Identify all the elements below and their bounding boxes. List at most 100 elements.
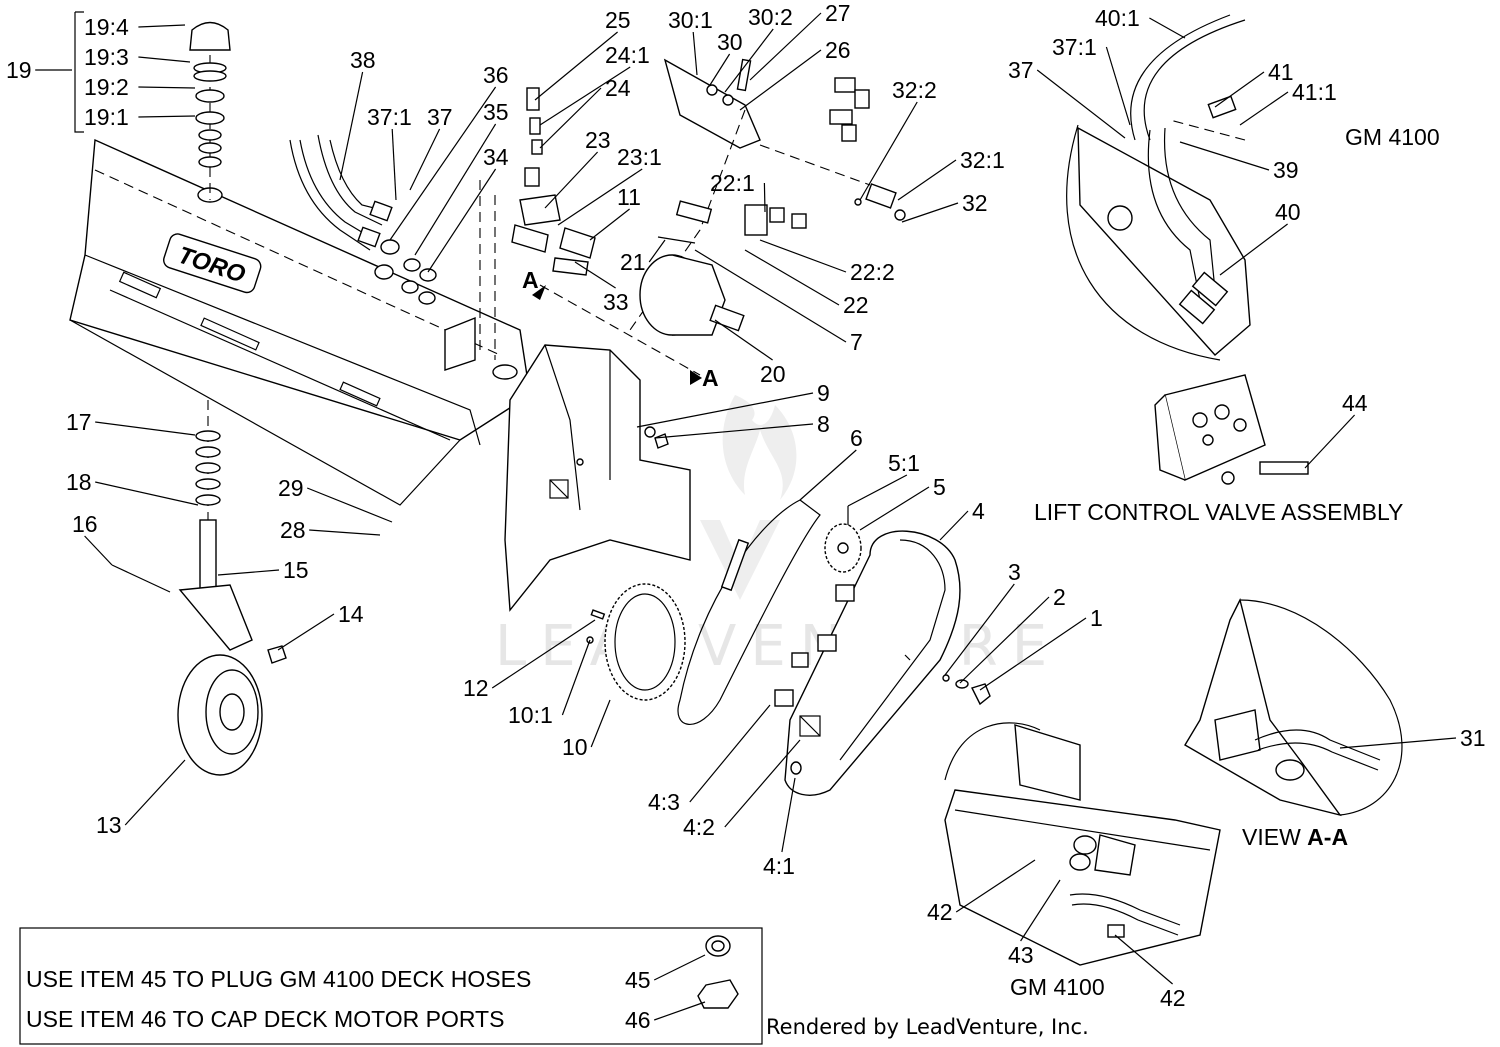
callout-19-4: 19:4 — [84, 14, 129, 40]
callout-28: 28 — [280, 517, 306, 543]
callout-40-1: 40:1 — [1095, 5, 1140, 31]
callout-30-1: 30:1 — [668, 7, 713, 33]
leader-19-1 — [138, 115, 196, 118]
gm4100-bottom-inset — [944, 722, 1221, 966]
callout-10-1: 10:1 — [508, 702, 553, 728]
callout-33: 33 — [603, 289, 629, 315]
leader-19-4 — [138, 24, 186, 28]
leader-26 — [739, 49, 822, 111]
leader-37 — [409, 128, 441, 191]
leader-30-2 — [724, 28, 774, 93]
callout-23: 23 — [585, 127, 611, 153]
leader-31 — [1339, 737, 1457, 749]
section-marker-a: A — [702, 365, 719, 391]
callout-4-1: 4:1 — [763, 853, 795, 879]
caption-gm4100-top: GM 4100 — [1345, 124, 1440, 150]
callout-21: 21 — [620, 249, 646, 275]
leader-24 — [539, 87, 602, 149]
callout-37-1: 37:1 — [367, 104, 412, 130]
leader-41-1 — [1239, 91, 1289, 126]
leader-27 — [749, 12, 822, 81]
small-sprocket — [824, 506, 862, 573]
callout-19: 19 — [6, 57, 32, 83]
bracket-housing — [504, 344, 691, 612]
leader-22 — [744, 249, 840, 306]
callout-35: 35 — [483, 99, 509, 125]
chain-guard — [774, 530, 961, 796]
leader-17 — [95, 421, 196, 436]
leader-45 — [653, 954, 706, 981]
leader-23-1 — [557, 168, 643, 226]
right-fittings — [675, 183, 906, 236]
callout-3: 3 — [1008, 559, 1021, 585]
callout-32: 32 — [962, 190, 988, 216]
callout-20: 20 — [760, 361, 786, 387]
caption-gm4100-bottom: GM 4100 — [1010, 974, 1105, 1000]
callout-1: 1 — [1090, 605, 1103, 631]
hydraulic-hoses — [289, 134, 437, 305]
callout-19-3: 19:3 — [84, 44, 129, 70]
leader-14 — [277, 613, 335, 651]
leader-34 — [427, 168, 497, 273]
leader-lines — [35, 12, 1457, 1021]
leader-23 — [544, 151, 599, 209]
callout-4: 4 — [972, 498, 985, 524]
leader-36 — [389, 86, 497, 241]
gm4100-hose-inset — [1066, 14, 1251, 361]
callout-37: 37 — [1008, 57, 1034, 83]
callout-36: 36 — [483, 62, 509, 88]
note-fittings — [697, 935, 739, 1009]
leader-32-2 — [859, 101, 918, 201]
callout-5: 5 — [933, 474, 946, 500]
leader-3 — [944, 583, 1015, 676]
leader-44 — [1304, 414, 1356, 469]
leader-4 — [939, 510, 969, 541]
section-marker-a: A — [522, 267, 539, 293]
callout-30: 30 — [717, 29, 743, 55]
callout-14: 14 — [338, 601, 364, 627]
note-item-46: USE ITEM 46 TO CAP DECK MOTOR PORTS — [26, 1006, 504, 1032]
leader-10 — [590, 699, 611, 748]
section-line — [532, 284, 702, 385]
callout-31: 31 — [1460, 725, 1486, 751]
guard-hardware — [942, 674, 991, 706]
callout-32-1: 32:1 — [960, 147, 1005, 173]
callout-29: 29 — [278, 475, 304, 501]
callout-27: 27 — [825, 0, 851, 26]
callout-42: 42 — [927, 899, 953, 925]
leader-8 — [654, 423, 814, 439]
caption-view-prefix: VIEW — [1242, 824, 1307, 850]
leader-12 — [491, 619, 596, 689]
leader-24-1 — [539, 66, 631, 126]
leader-40 — [1219, 223, 1288, 276]
leader-32-1 — [897, 159, 957, 201]
caption-view-aa: VIEW A-A — [1242, 824, 1348, 850]
callout-7: 7 — [850, 329, 863, 355]
callout-19-2: 19:2 — [84, 74, 129, 100]
notes-box — [19, 927, 763, 1045]
callout-26: 26 — [825, 37, 851, 63]
callout-22-2: 22:2 — [850, 259, 895, 285]
leader-4-2 — [724, 739, 801, 828]
callout-4-3: 4:3 — [648, 789, 680, 815]
leader-28 — [309, 529, 381, 536]
leader-32 — [901, 202, 959, 223]
callout-12: 12 — [463, 675, 489, 701]
callout-22-1: 22:1 — [710, 170, 755, 196]
leader-10-1 — [561, 639, 591, 716]
callout-40: 40 — [1275, 199, 1301, 225]
leader-5 — [859, 486, 930, 531]
callout-41-1: 41:1 — [1292, 79, 1337, 105]
callout-30-2: 30:2 — [748, 4, 793, 30]
leader-4-3 — [689, 704, 771, 803]
leader-41 — [1214, 71, 1265, 108]
leader-19-2 — [138, 86, 196, 89]
callout-39: 39 — [1273, 157, 1299, 183]
leader-22-2 — [759, 239, 847, 273]
section-markers: AA — [522, 267, 719, 391]
leader-42 — [1114, 934, 1173, 985]
callout-5-1: 5:1 — [888, 450, 920, 476]
callout-6: 6 — [850, 425, 863, 451]
leader-15 — [217, 569, 280, 576]
